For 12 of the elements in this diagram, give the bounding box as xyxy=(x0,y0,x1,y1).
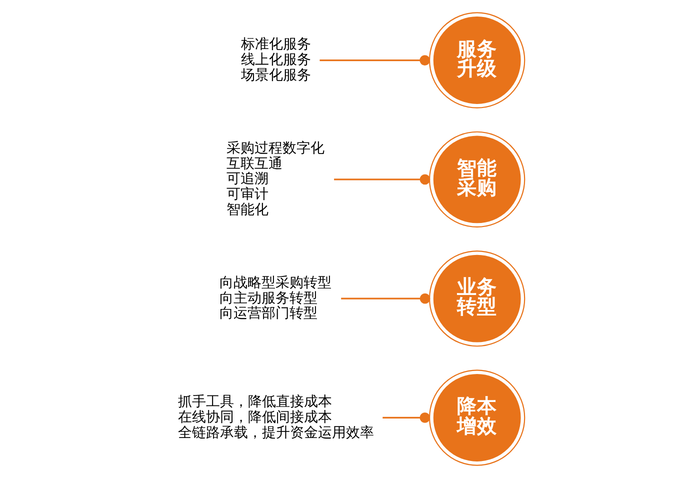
node-circle: 降本增效 xyxy=(428,370,525,466)
node-circle: 智能采购 xyxy=(428,131,525,228)
node-circle: 业务转型 xyxy=(428,250,525,347)
connector xyxy=(319,55,430,66)
node-text: 采购过程数字化 互联互通 可追溯 可审计 智能化 xyxy=(226,140,324,218)
node-text: 抓手工具，降低直接成本 在线协同，降低间接成本 全链路承载，提升资金运用效率 xyxy=(178,394,374,441)
node-text: 标准化服务 线上化服务 场景化服务 xyxy=(240,36,310,84)
node-text: 向战略型采购转型 向主动服务转型 向运营部门转型 xyxy=(219,274,332,322)
node-circle: 服务升级 xyxy=(428,12,525,108)
connector xyxy=(382,412,430,423)
connector xyxy=(340,293,430,304)
connector xyxy=(334,174,430,185)
